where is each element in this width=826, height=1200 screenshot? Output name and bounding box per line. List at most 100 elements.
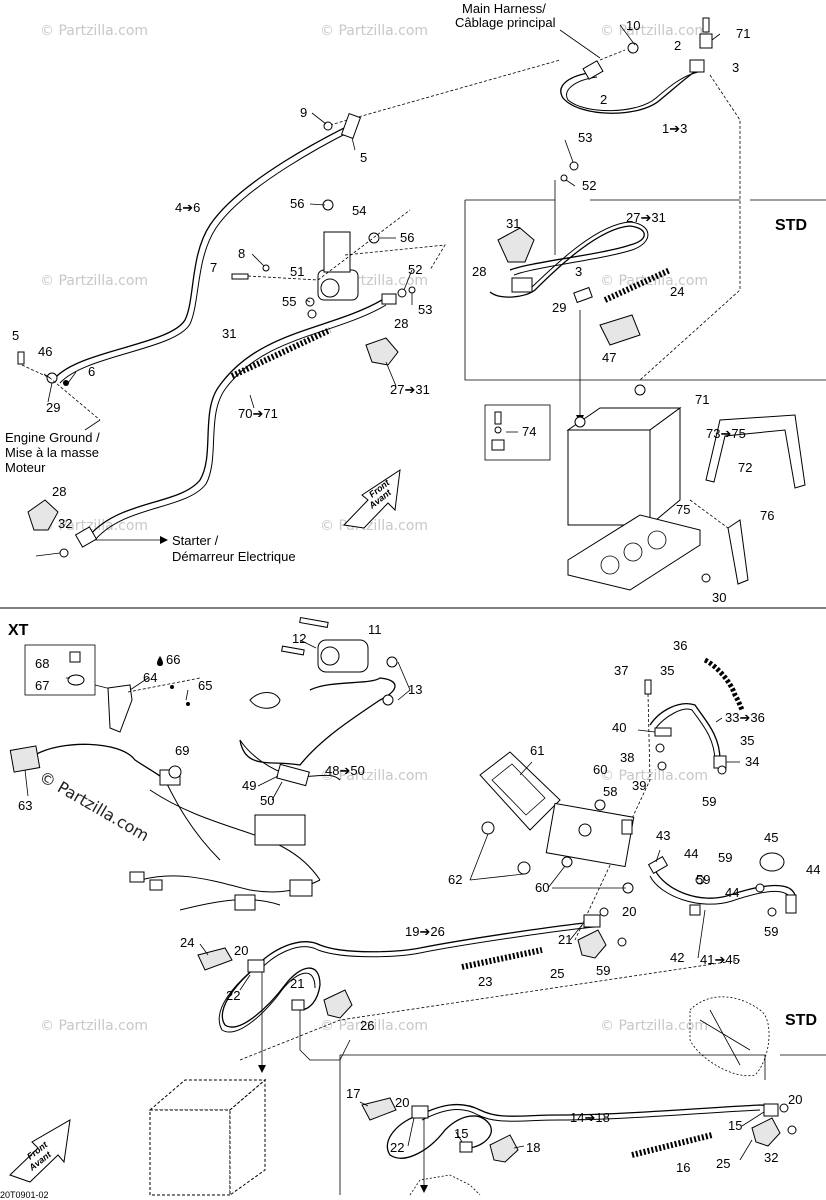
callout: 28: [52, 484, 66, 499]
callout: 20: [622, 904, 636, 919]
nut-59c: [755, 883, 765, 893]
section-label-xt: XT: [8, 622, 29, 639]
cable-41-45-inner: [649, 875, 793, 905]
oil-drop-icon: [157, 656, 163, 666]
relay-harness: [239, 677, 396, 766]
cap-18: [489, 1134, 519, 1163]
bolt-37: [644, 679, 652, 695]
terminal-28: [381, 293, 397, 305]
callout: 44: [684, 846, 698, 861]
callout: 18: [526, 1140, 540, 1155]
callout: 27➔31: [390, 382, 430, 397]
callout: 75: [676, 502, 690, 517]
cap-24-xt: [197, 947, 233, 971]
terminal-20-std: [411, 1105, 429, 1119]
cable-41-45: [654, 869, 796, 899]
engine-ground-label: Engine Ground /: [5, 430, 100, 445]
grommet-62b: [517, 861, 531, 875]
watermark: © Partzilla.com: [40, 23, 148, 39]
washer-8: [262, 264, 270, 272]
callout: 35: [740, 733, 754, 748]
callout: 48➔50: [325, 763, 365, 778]
callout: 43: [656, 828, 670, 843]
boot-45: [759, 852, 785, 872]
connector-48: [276, 763, 310, 787]
nut-53: [569, 161, 579, 171]
callout: 71: [695, 392, 709, 407]
conduit-23: [461, 947, 543, 970]
nut-55b: [307, 309, 317, 319]
callout: 74: [522, 424, 536, 439]
dash-line: [127, 677, 201, 693]
watermark: © Partzilla.com: [600, 768, 708, 784]
bolt-12: [299, 617, 329, 628]
nut-59e: [617, 937, 627, 947]
watermark: © Partzilla.com: [320, 518, 428, 534]
callout: 59: [718, 850, 732, 865]
dash-line: [239, 959, 741, 1061]
terminal-20: [247, 959, 265, 973]
solenoid-post: [578, 823, 592, 837]
bracket-75: [727, 519, 749, 585]
bolt-71: [702, 17, 710, 33]
callout: 32: [58, 516, 72, 531]
callout: 30: [712, 590, 726, 605]
front-arrow-icon: Front Avant: [9, 1119, 71, 1183]
conduit-16: [631, 1132, 713, 1158]
dash-line: [574, 693, 651, 941]
cable-19-26: [254, 921, 596, 969]
battery-terminal: [574, 416, 586, 428]
callout: 26: [360, 1018, 374, 1033]
callout: 25: [550, 966, 564, 981]
terminal-44b: [689, 904, 701, 916]
dash-line: [329, 59, 561, 126]
terminal-5: [340, 112, 362, 140]
callout: 23: [478, 974, 492, 989]
callout: 76: [760, 508, 774, 523]
relay-outline: [299, 1010, 351, 1061]
ground-bracket-64: [107, 684, 133, 733]
callout: 31: [506, 216, 520, 231]
callout: 3: [575, 264, 582, 279]
dash-line: [689, 499, 729, 529]
cable-22-std: [386, 1114, 492, 1159]
watermark: © Partzilla.com: [40, 273, 148, 289]
terminal-15-std: [763, 1103, 779, 1117]
washer-53: [408, 286, 416, 294]
callout: 60: [535, 880, 549, 895]
plate-window: [491, 763, 546, 816]
callout: 46: [38, 344, 52, 359]
cable-std-inner: [513, 221, 649, 288]
washer-67: [67, 674, 85, 686]
callout: 29: [46, 400, 60, 415]
callout: 20: [788, 1092, 802, 1107]
bottom-section: Front Avant 20T0901-02: [0, 617, 826, 1200]
terminal-40: [654, 727, 672, 737]
callout: 22: [226, 988, 240, 1003]
callout: 44: [806, 862, 820, 877]
battery-tray-72: [567, 514, 701, 591]
callout: 24: [670, 284, 684, 299]
bolt-12b: [281, 645, 305, 656]
nut-10: [627, 42, 639, 54]
nut-46: [63, 380, 69, 386]
engine-ground-label-fr: Mise à la masse: [5, 445, 99, 460]
terminal-2: [582, 60, 604, 80]
callout: 64: [143, 670, 157, 685]
engine-ground-label-moteur: Moteur: [5, 460, 46, 475]
solenoid-terminal: [320, 278, 340, 298]
nut-39: [657, 761, 667, 771]
callout: 59: [702, 794, 716, 809]
callout: 14➔18: [570, 1110, 610, 1125]
cap-31-std: [497, 227, 535, 263]
cable-14-18: [419, 1103, 779, 1117]
connector-69: [168, 765, 182, 779]
callout: 5: [12, 328, 19, 343]
cable-1-3: [560, 67, 701, 114]
leader-line: [84, 419, 101, 431]
battery-70: [567, 429, 651, 526]
connector-58: [621, 819, 633, 835]
callout: 65: [198, 678, 212, 693]
std-box-bottom: [339, 1054, 826, 1195]
